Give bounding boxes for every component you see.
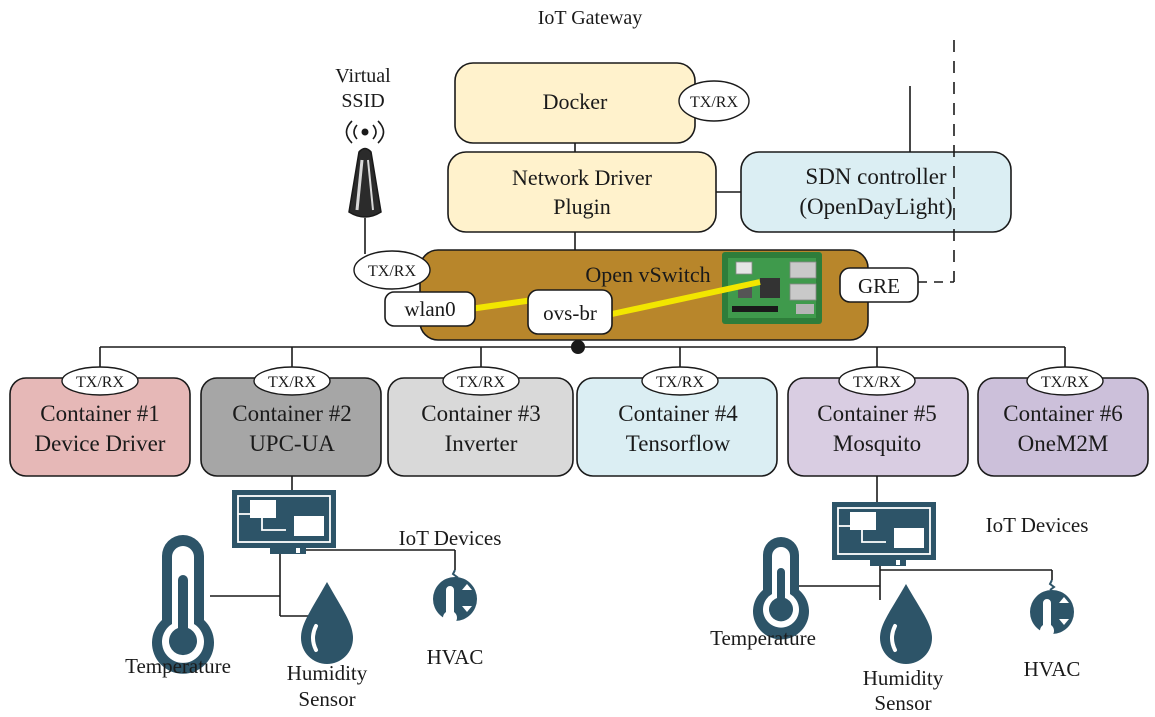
raspberry-pi-board-icon [722, 252, 822, 324]
container-2-txrx: TX/RX [268, 374, 316, 391]
container-1: TX/RX Container #1 Device Driver [9, 366, 191, 477]
docker-box: Docker TX/RX [454, 62, 750, 144]
container-2-title: Container #2 [232, 401, 351, 426]
container-4-subtitle: Tensorflow [626, 431, 731, 456]
container-1-subtitle: Device Driver [35, 431, 166, 456]
thermometer-icon [753, 537, 810, 640]
network-driver-line2: Plugin [553, 194, 610, 219]
container-3-title: Container #3 [421, 401, 540, 426]
ovs-label: Open vSwitch [585, 262, 710, 287]
container-2-subtitle: UPC-UA [249, 431, 335, 456]
circuit-board-icon [232, 490, 336, 554]
container-1-title: Container #1 [40, 401, 159, 426]
ovs-br-label: ovs-br [543, 301, 597, 325]
sdn-line2: (OpenDayLight) [799, 194, 952, 219]
container-6-title: Container #6 [1003, 401, 1122, 426]
right-temperature-label: Temperature [710, 626, 816, 650]
network-driver-line1: Network Driver [512, 165, 653, 190]
container-5-txrx: TX/RX [853, 374, 901, 391]
docker-txrx-label: TX/RX [690, 94, 738, 111]
container-5-title: Container #5 [817, 401, 936, 426]
hvac-icon [1030, 579, 1074, 638]
left-temperature-label: Temperature [125, 654, 231, 678]
humidity-drop-icon [301, 582, 353, 664]
gre-port [839, 267, 919, 303]
thermometer-icon [152, 535, 215, 674]
wifi-signal-icon [345, 120, 385, 144]
docker-txrx-ellipse [678, 80, 750, 122]
antenna-label-line2: SSID [341, 90, 384, 112]
right-humidity-label-line2: Sensor [874, 691, 931, 715]
sdn-controller-box: SDN controller (OpenDayLight) [740, 151, 1012, 233]
container-2: TX/RX Container #2 UPC-UA [200, 366, 382, 477]
docker-label: Docker [543, 89, 608, 114]
container-5-subtitle: Mosquito [833, 431, 921, 456]
container-3-txrx: TX/RX [457, 374, 505, 391]
sdn-line1: SDN controller [805, 164, 947, 189]
container-3-subtitle: Inverter [445, 431, 518, 456]
left-hvac-label: HVAC [427, 645, 484, 669]
container-4: TX/RX Container #4 Tensorflow [576, 366, 778, 477]
antenna-label-line1: Virtual [335, 65, 391, 87]
circuit-board-icon [832, 502, 936, 566]
container-6-txrx: TX/RX [1041, 374, 1089, 391]
antenna-group: Virtual SSID [335, 65, 391, 254]
container-6: TX/RX Container #6 OneM2M [977, 366, 1149, 477]
container-4-title: Container #4 [618, 401, 738, 426]
right-humidity-label-line1: Humidity [863, 666, 944, 690]
container-5: TX/RX Container #5 Mosquito [787, 366, 969, 477]
container-3: TX/RX Container #3 Inverter [387, 366, 574, 477]
left-device-cluster: IoT Devices Temperature Humidity Sensor … [125, 476, 501, 711]
antenna-txrx-ellipse [353, 250, 431, 290]
hvac-icon [433, 569, 477, 625]
diagram-title: IoT Gateway [538, 7, 643, 29]
humidity-drop-icon [880, 584, 932, 664]
antenna-txrx-label: TX/RX [368, 263, 416, 280]
gre-label: GRE [858, 274, 900, 298]
right-iot-devices-heading: IoT Devices [986, 513, 1089, 537]
right-hvac-label: HVAC [1024, 657, 1081, 681]
left-humidity-label-line1: Humidity [287, 661, 368, 685]
antenna-icon [348, 147, 382, 218]
left-humidity-label-line2: Sensor [298, 687, 355, 711]
right-device-cluster: IoT Devices Temperature Humidity Sensor … [710, 476, 1088, 715]
container-6-subtitle: OneM2M [1018, 431, 1109, 456]
container-4-txrx: TX/RX [656, 374, 704, 391]
wlan-to-ovsbr-link [469, 297, 534, 312]
wlan0-label: wlan0 [404, 297, 455, 321]
left-iot-devices-heading: IoT Devices [399, 526, 502, 550]
wlan0-port [384, 291, 476, 327]
network-driver-plugin-box: Network Driver Plugin [447, 151, 717, 233]
ovs-br-port [527, 289, 613, 335]
open-vswitch-box: Open vSwitch wlan0 ovs-br GRE [384, 249, 919, 341]
container-1-txrx: TX/RX [76, 374, 124, 391]
ovsbr-to-pi-link [611, 279, 761, 317]
